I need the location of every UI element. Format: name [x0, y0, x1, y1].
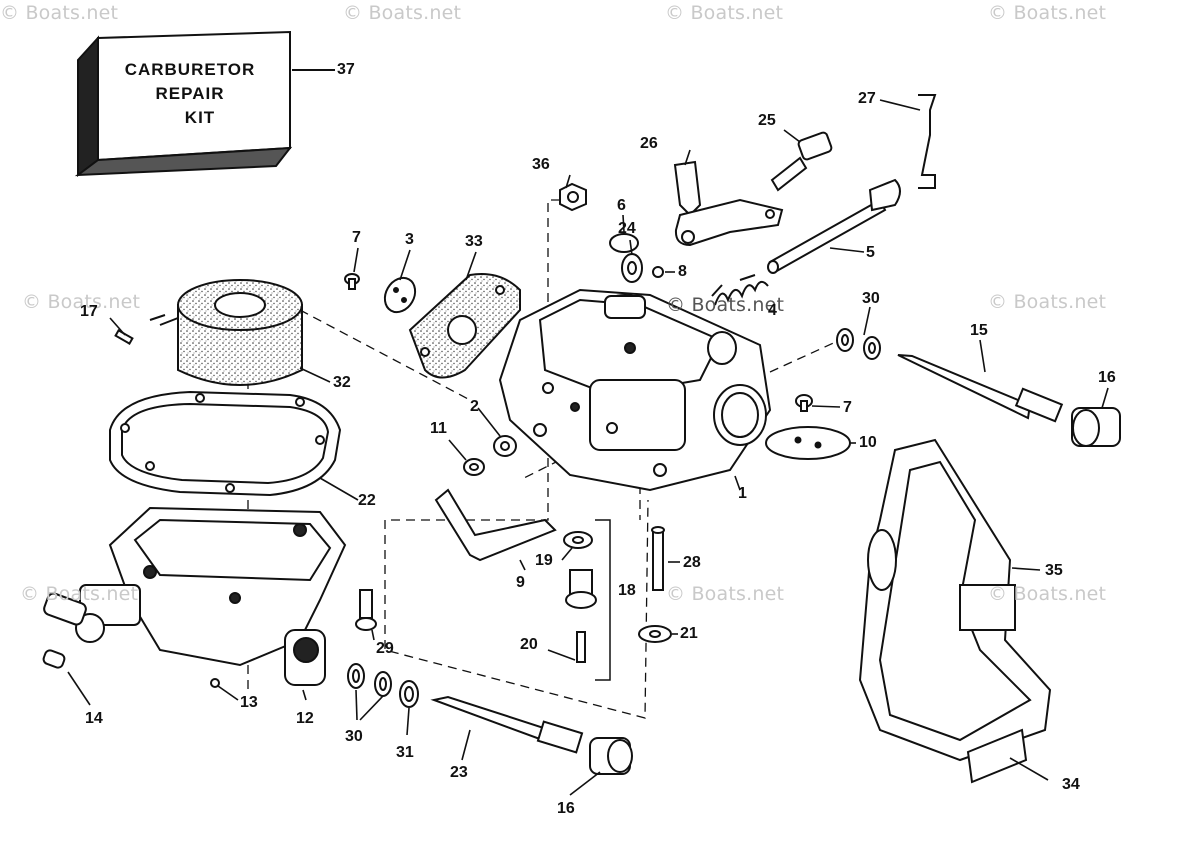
carburetor-body [498, 288, 772, 492]
callout-14: 14 [85, 710, 103, 727]
nozzle-20 [576, 631, 586, 663]
callout-27: 27 [858, 90, 876, 107]
packing-nut-16-right [1071, 407, 1121, 447]
callout-22: 22 [358, 492, 376, 509]
gasket-22 [109, 390, 342, 497]
callout-33: 33 [465, 233, 483, 250]
callout-34: 34 [1062, 776, 1080, 793]
watermark: © Boats.net [666, 583, 785, 605]
washer-21 [638, 625, 672, 643]
callout-18: 18 [618, 582, 636, 599]
washer-24 [621, 253, 643, 283]
watermark: © Boats.net [665, 2, 784, 24]
washer-2 [493, 435, 517, 457]
watermark: © Boats.net [343, 2, 462, 24]
callout-11: 11 [430, 420, 447, 437]
callout-32: 32 [333, 374, 351, 391]
float-bowl [43, 506, 347, 686]
main-jet-18 [565, 569, 597, 609]
repair-kit-box [74, 30, 335, 177]
throttle-lever-26 [673, 160, 784, 247]
callout-16-right: 16 [1098, 369, 1116, 386]
callout-19: 19 [535, 552, 553, 569]
watermark: © Boats.net [0, 2, 119, 24]
callout-26: 26 [640, 135, 658, 152]
spring-4 [711, 274, 769, 306]
ball-8 [652, 266, 664, 278]
choke-plate-10 [765, 426, 851, 460]
intake-manifold-35 [858, 438, 1052, 762]
screw-25 [770, 131, 833, 192]
callout-25: 25 [758, 112, 776, 129]
screw-29 [355, 589, 377, 631]
callout-1: 1 [738, 485, 747, 502]
washers-30-31-left [347, 663, 419, 708]
packing-nut-16-bottom [589, 737, 633, 775]
link-27 [918, 94, 937, 189]
leader-lines [67, 99, 1109, 796]
watermark: © Boats.net [988, 583, 1107, 605]
choke-link-9 [434, 488, 557, 562]
callout-37: 37 [337, 61, 355, 78]
bracket-18 [595, 519, 611, 681]
callout-8: 8 [678, 263, 687, 280]
callout-4: 4 [768, 302, 777, 319]
callout-36: 36 [532, 156, 550, 173]
callout-15: 15 [970, 322, 988, 339]
plug-14 [42, 649, 66, 669]
dashed-guide-lines [247, 199, 841, 719]
callout-20: 20 [520, 636, 538, 653]
watermark: © Boats.net [666, 294, 785, 316]
callout-5: 5 [866, 244, 875, 261]
callout-21: 21 [680, 625, 698, 642]
kit-box-line3: KIT [184, 108, 216, 127]
watermark: © Boats.net [988, 291, 1107, 313]
callout-16-bottom: 16 [557, 800, 575, 817]
callout-12: 12 [296, 710, 314, 727]
washer-19 [563, 531, 593, 549]
callout-30-left: 30 [345, 728, 363, 745]
callout-6: 6 [617, 197, 626, 214]
watermark: © Boats.net [988, 2, 1107, 24]
callout-7-top: 7 [352, 229, 361, 246]
callout-35: 35 [1045, 562, 1063, 579]
callout-10: 10 [859, 434, 877, 451]
callout-13: 13 [240, 694, 258, 711]
nut-36-hole [567, 191, 579, 203]
callout-23: 23 [450, 764, 468, 781]
needle-valve-15 [897, 354, 1064, 423]
pin-28 [651, 526, 665, 591]
callout-17: 17 [80, 303, 98, 320]
kit-box-line2: REPAIR [155, 84, 225, 103]
foam-filter [149, 279, 303, 386]
watermark: © Boats.net [22, 291, 141, 313]
watermark: © Boats.net [20, 583, 139, 605]
needle-valve-23 [430, 695, 584, 754]
ball-13 [210, 678, 220, 688]
callout-24: 24 [618, 220, 636, 237]
callout-30-right: 30 [862, 290, 880, 307]
washer-11 [463, 458, 485, 476]
callout-3: 3 [405, 231, 414, 248]
callout-28: 28 [683, 554, 701, 571]
callout-31: 31 [396, 744, 414, 761]
callout-9: 9 [516, 574, 525, 591]
callout-29: 29 [376, 640, 394, 657]
flange-gasket-33 [408, 273, 521, 379]
callout-7-right: 7 [843, 399, 852, 416]
screw-7-top [344, 273, 360, 290]
callout-2: 2 [470, 398, 479, 415]
washers-30-right [836, 328, 881, 360]
pin-17 [114, 329, 134, 345]
screw-7-right [795, 394, 813, 412]
throttle-shaft-5 [767, 178, 901, 274]
kit-box-line1: CARBURETOR [124, 60, 256, 79]
block-34 [966, 728, 1028, 784]
throttle-plate-3 [383, 276, 417, 314]
